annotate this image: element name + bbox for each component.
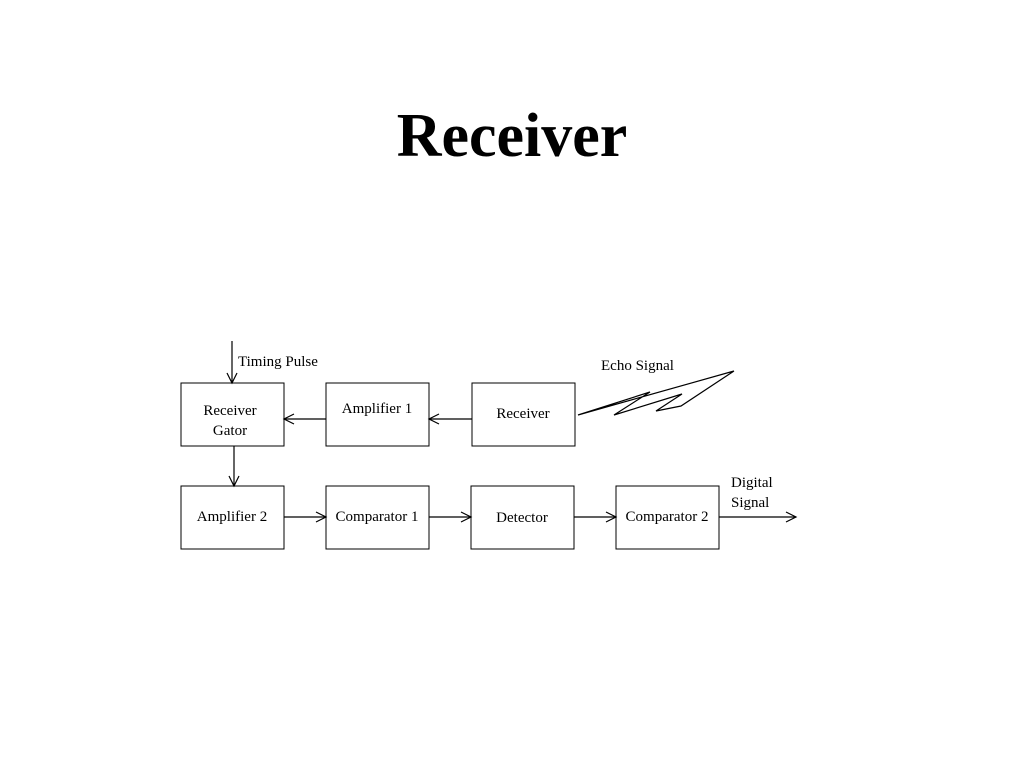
arrow-receiver-gator-to-amplifier-2 xyxy=(228,446,240,488)
receiver-label: Receiver xyxy=(496,406,549,422)
echo-signal-lightning-icon xyxy=(577,370,735,416)
receiver-gator-label-line2: Gator xyxy=(213,423,247,439)
amplifier-2-block: Amplifier 2 xyxy=(180,485,285,550)
comparator-1-label: Comparator 1 xyxy=(336,509,419,525)
detector-label: Detector xyxy=(496,510,548,526)
detector-block: Detector xyxy=(470,485,575,550)
timing-pulse-label: Timing Pulse xyxy=(238,354,318,370)
amplifier-1-block: Amplifier 1 xyxy=(325,382,430,447)
arrow-amplifier-1-to-receiver-gator xyxy=(282,413,326,425)
arrow-receiver-to-amplifier-1 xyxy=(427,413,472,425)
amplifier-2-label: Amplifier 2 xyxy=(197,509,267,525)
echo-signal-label: Echo Signal xyxy=(601,358,674,374)
comparator-2-label: Comparator 2 xyxy=(626,509,709,525)
slide-title: Receiver xyxy=(396,102,628,170)
digital-signal-label-line2: Signal xyxy=(731,495,769,511)
receiver-gator-label-line1: Receiver xyxy=(203,403,256,419)
arrow-comparator-1-to-detector xyxy=(429,511,473,523)
receiver-gator-block: Receiver Gator xyxy=(180,382,285,447)
arrow-digital-signal-output xyxy=(719,511,798,523)
timing-pulse-arrow xyxy=(226,341,238,385)
receiver-block: Receiver xyxy=(471,382,576,447)
comparator-1-block: Comparator 1 xyxy=(325,485,430,550)
arrow-amplifier-2-to-comparator-1 xyxy=(284,511,328,523)
amplifier-1-label: Amplifier 1 xyxy=(342,401,412,417)
arrow-detector-to-comparator-2 xyxy=(574,511,618,523)
comparator-2-block: Comparator 2 xyxy=(615,485,720,550)
digital-signal-label-line1: Digital xyxy=(731,475,773,491)
